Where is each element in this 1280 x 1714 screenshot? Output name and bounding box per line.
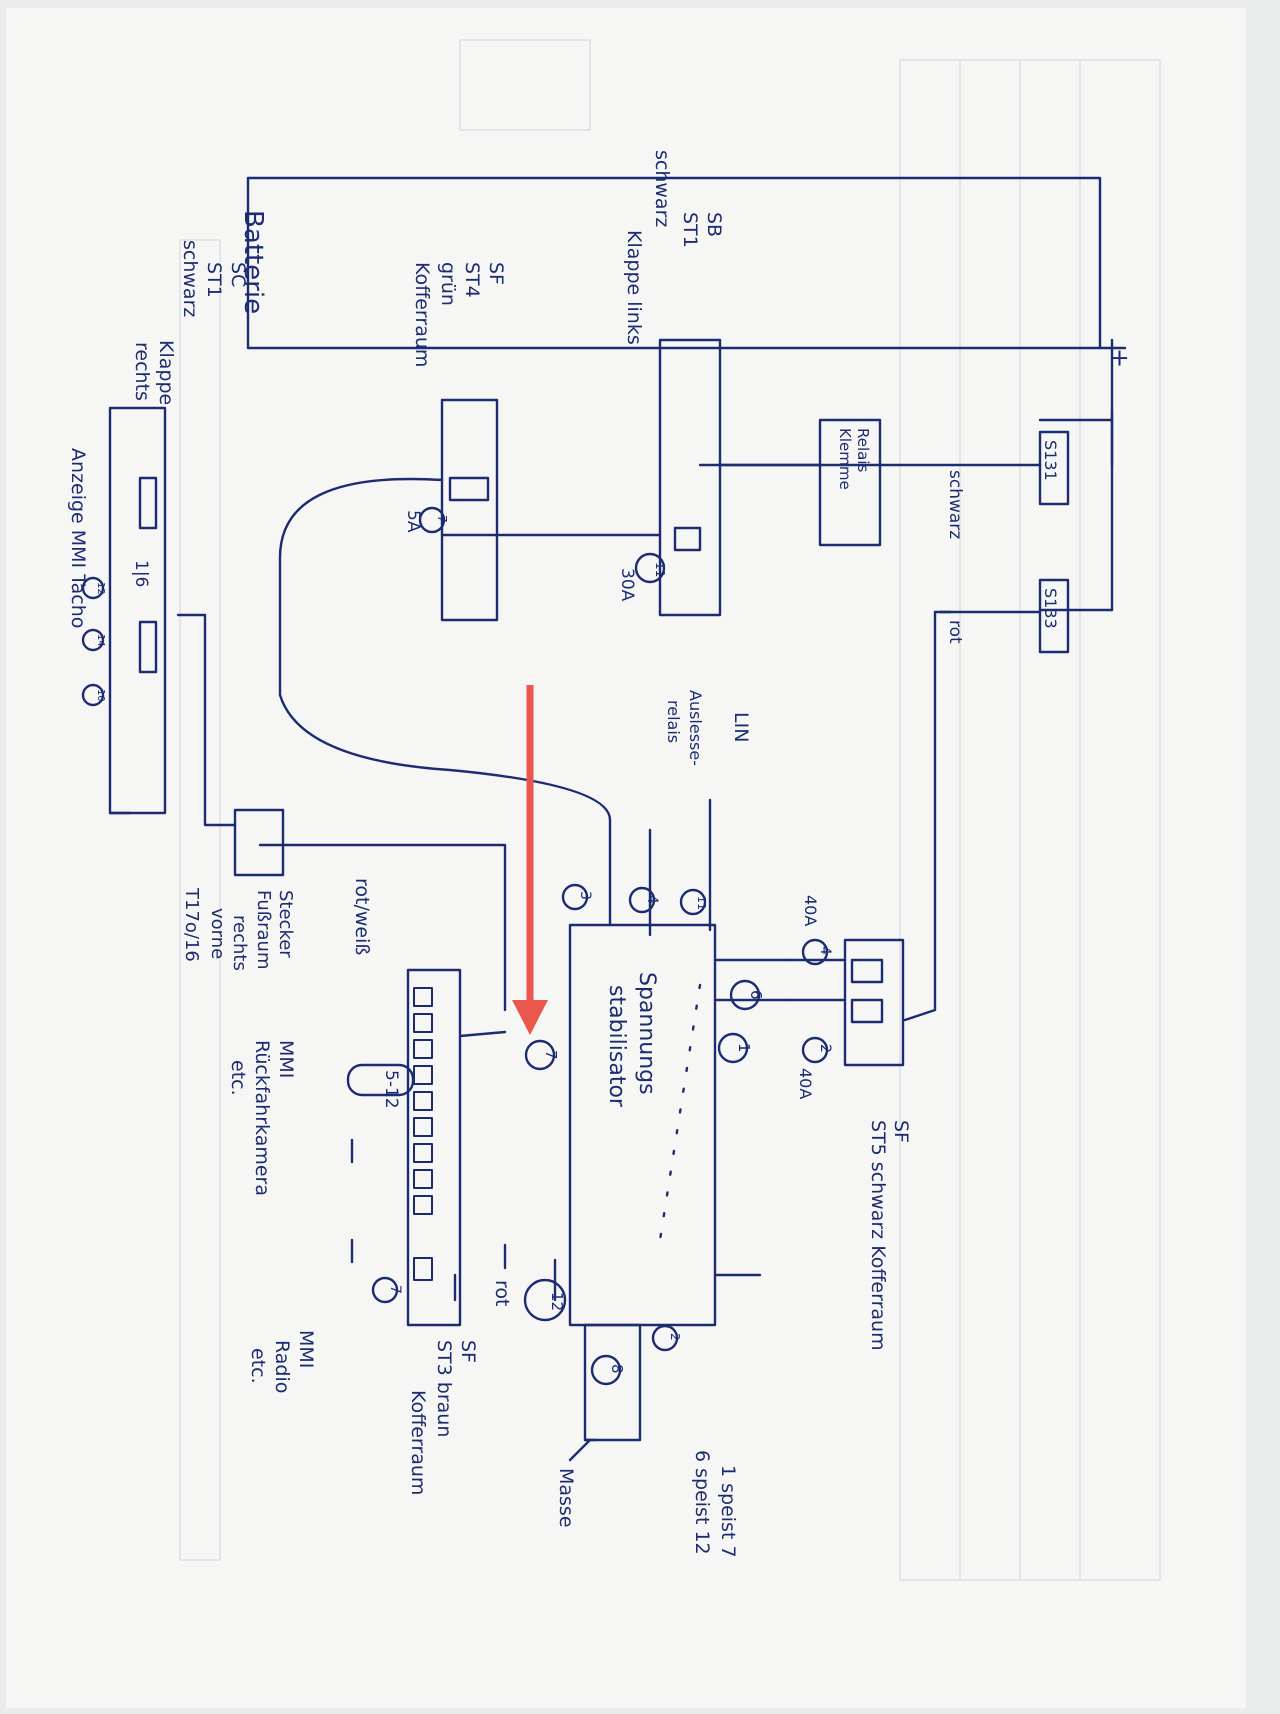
sf5-label: ST5 schwarz Kofferraum: [867, 1120, 889, 1351]
sb-st: ST1: [679, 212, 701, 248]
pin-4: 4: [644, 895, 660, 904]
s133-label: S133: [1041, 588, 1060, 629]
sf4-pin: [418, 506, 446, 534]
mmi2-title: MMI: [295, 1330, 317, 1368]
relais-label: Relais: [854, 428, 872, 473]
sb-title: SB: [703, 212, 725, 237]
sc-color: schwarz: [179, 240, 201, 317]
sf4-location: Kofferraum: [411, 262, 433, 367]
pin-11: 11: [695, 896, 708, 910]
anzeige-label: Anzeige MMI Tacho: [67, 448, 89, 628]
sv-title-2: stabilisator: [604, 985, 629, 1108]
sv-pin-6: 6: [747, 990, 765, 1000]
ink-lines: [81, 176, 1127, 1462]
sf3-st: ST3 braun: [433, 1340, 455, 1437]
relais-klemme-box: [818, 418, 882, 547]
st5-pin-top: 4: [817, 946, 833, 955]
sf3-location: Kofferraum: [407, 1390, 429, 1495]
sb-location: Klappe links: [623, 230, 645, 345]
sv-pin-1: 1: [735, 1043, 753, 1053]
sc-pin-14: 14: [95, 634, 106, 647]
sf4-st: ST4: [461, 262, 483, 298]
auslesse-label: Auslesse-: [686, 690, 705, 766]
st3-fuse-strip: [406, 968, 462, 1327]
st3-pin: 7: [387, 1285, 403, 1294]
batterie-box: [246, 176, 1102, 350]
sc-klappe: Klappe: [155, 340, 177, 405]
paper-sheet: [6, 8, 1246, 1708]
pin-3: 3: [577, 891, 593, 900]
stecker-box: [233, 808, 285, 877]
s131-box: [1038, 430, 1070, 506]
sc-pin-12: 12: [95, 582, 106, 595]
schwarz-label: schwarz: [945, 470, 965, 539]
sc-st: ST1: [203, 262, 225, 298]
sv-pin-12: 12: [548, 1292, 566, 1311]
plus-label: +: [1106, 348, 1134, 368]
sb-amp: 30A: [617, 568, 637, 602]
sf4-amp: 5A: [403, 510, 423, 533]
vorne-label: vorne: [207, 908, 228, 959]
klemme-label: Klemme: [836, 428, 854, 490]
sb-pin-label: 11: [653, 562, 667, 577]
mmi1-title: MMI: [275, 1040, 297, 1078]
sc-inner: 1|6: [131, 560, 151, 587]
mmi1-rueckfahr: Rückfahrkamera: [251, 1040, 273, 1196]
sf4-color: grün: [437, 262, 459, 306]
rechts-label: rechts: [229, 915, 250, 971]
sf5-title: SF: [890, 1120, 912, 1143]
st3-range: 5-12: [381, 1070, 401, 1109]
speist-2: 6 speist 12: [691, 1450, 713, 1555]
batterie-label: Batterie: [238, 210, 268, 314]
st5-fuse-box: [843, 938, 905, 1067]
red-arrow: [512, 685, 548, 1035]
sc-title: SC: [227, 262, 249, 287]
sv-rot: rot: [491, 1280, 513, 1306]
mmi2-etc: etc.: [247, 1348, 269, 1384]
sf3-title: SF: [457, 1340, 479, 1363]
mmi2-radio: Radio: [271, 1340, 293, 1393]
st5-pin-bottom: 2: [817, 1044, 833, 1053]
fussraum-label: Fußraum: [253, 890, 274, 970]
sf4-fuse-strip: [440, 398, 499, 622]
sf4-pin-label: 7: [435, 515, 449, 523]
sc-fuse-strip: [108, 406, 167, 815]
sb-color: schwarz: [651, 150, 673, 227]
sv-pin-7: 7: [542, 1050, 560, 1060]
stecker-label: Stecker: [275, 890, 296, 958]
st5-amp-bottom: 40A: [796, 1068, 815, 1099]
sc-pin-10: 10: [95, 689, 106, 702]
mmi1-etc: etc.: [227, 1060, 249, 1096]
masse-label: Masse: [555, 1468, 577, 1528]
sf4-title: SF: [485, 262, 507, 285]
sv-pin-2: 2: [668, 1333, 682, 1341]
t17o-label: T17o/16: [181, 887, 202, 962]
sv-pin-8: 8: [608, 1364, 626, 1374]
sv-title-1: Spannungs: [634, 972, 659, 1095]
sb-fuse-strip: [658, 338, 722, 617]
st5-amp-top: 40A: [801, 895, 820, 926]
relais2-label: relais: [664, 700, 683, 743]
show-through-grid: [179, 39, 1161, 1581]
sc-rechts: rechts: [131, 342, 153, 401]
sb-pin: [634, 552, 666, 584]
rot-weiss-label: rot/weiß: [351, 878, 373, 955]
s133-box: [1038, 578, 1070, 654]
stabilizer-box: [568, 923, 717, 1327]
s131-label: S131: [1041, 440, 1060, 481]
speist-1: 1 speist 7: [717, 1465, 739, 1558]
rot-label: rot: [945, 620, 965, 644]
lin-label: LIN: [730, 712, 752, 742]
